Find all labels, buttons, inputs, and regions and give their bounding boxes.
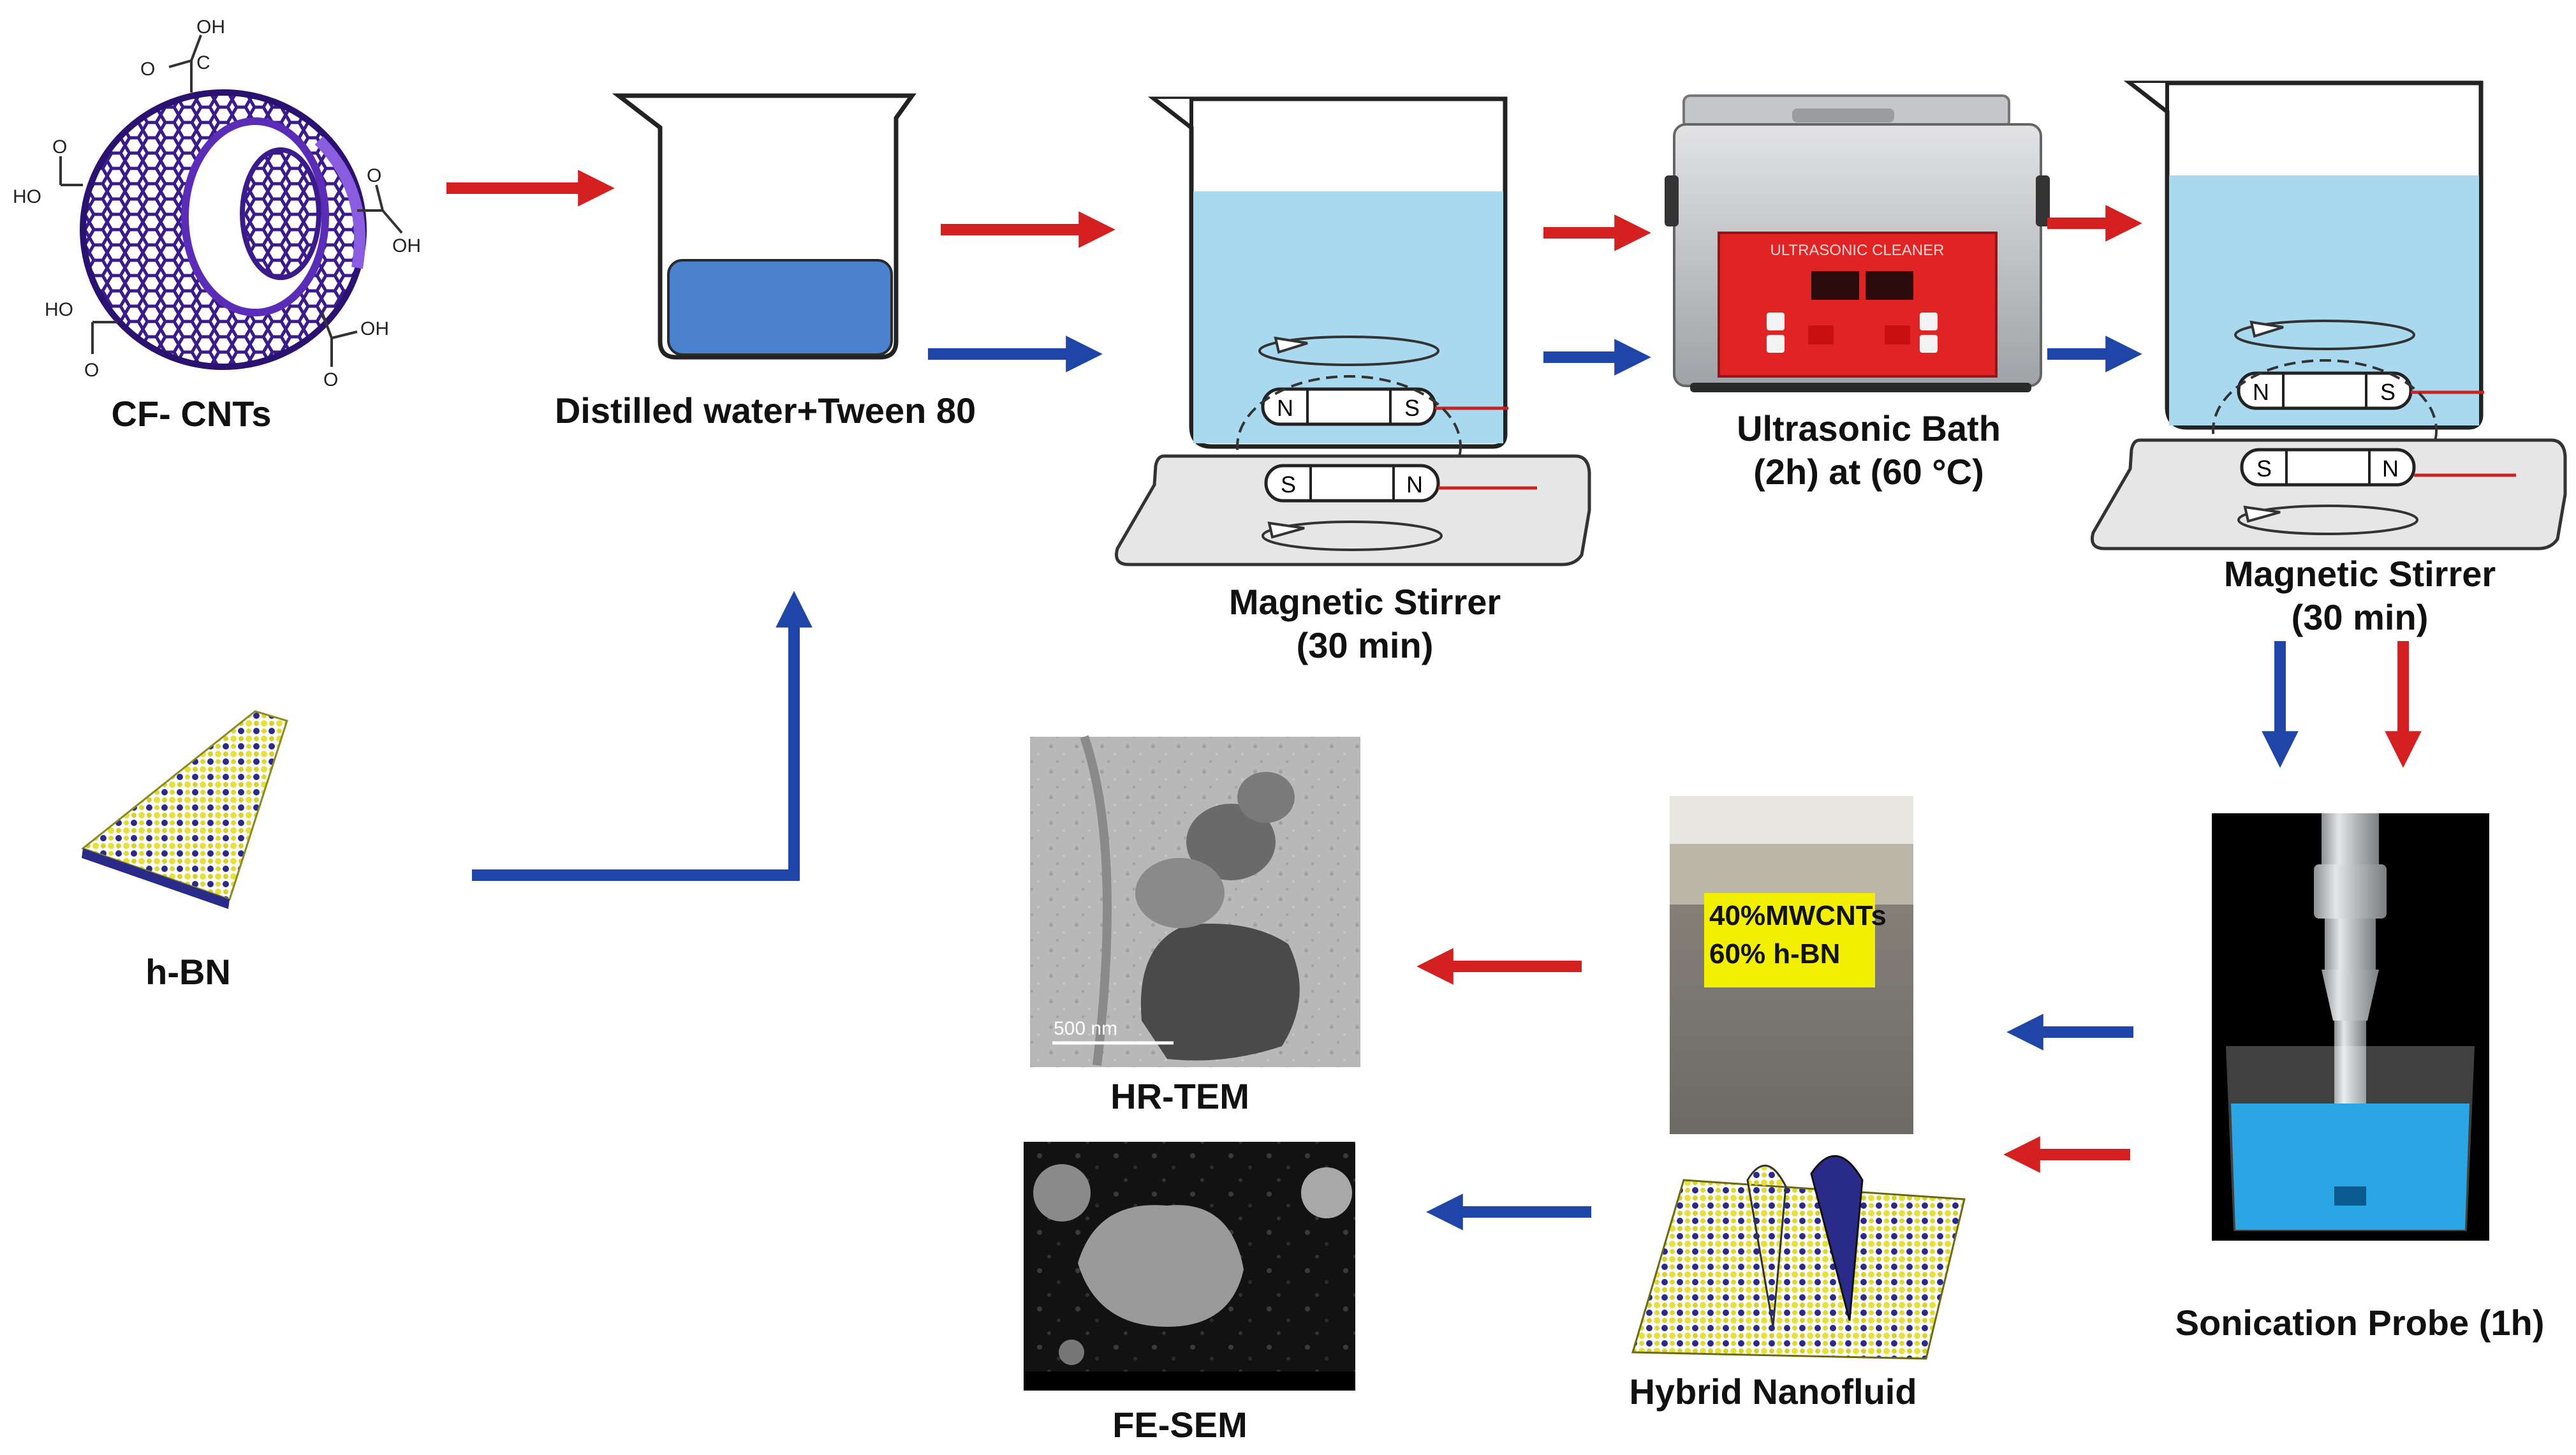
- svg-text:O: O: [367, 165, 381, 186]
- hybrid-nanofluid-structure: [1631, 1155, 1966, 1360]
- label-cf-cnts: CF- CNTs: [111, 394, 272, 434]
- svg-text:HO: HO: [45, 299, 73, 320]
- svg-text:OH: OH: [196, 17, 225, 38]
- svg-text:S: S: [2380, 379, 2396, 405]
- svg-text:C: C: [196, 52, 210, 73]
- magnetic-stirrer-1: N S S N: [1115, 96, 1591, 566]
- fe-sem-image: [1024, 1142, 1355, 1391]
- label-sonication-probe: Sonication Probe (1h): [2175, 1303, 2545, 1343]
- arrows: [446, 170, 2422, 1230]
- hbn-sheet: [80, 710, 288, 909]
- svg-text:60% h-BN: 60% h-BN: [1709, 938, 1840, 970]
- svg-text:S: S: [1281, 471, 1296, 498]
- svg-text:N: N: [2253, 379, 2269, 405]
- hr-tem-image: 500 nm: [1030, 735, 1360, 1067]
- label-hr-tem: HR-TEM: [1110, 1076, 1249, 1116]
- svg-text:S: S: [2256, 455, 2272, 482]
- svg-text:O: O: [84, 360, 99, 381]
- carboxyl-group-left: O HO: [13, 137, 83, 207]
- ultrasonic-bath: ULTRASONIC CLEANER: [1665, 94, 2050, 392]
- svg-text:N: N: [2382, 455, 2399, 482]
- hybrid-nanofluid-jar: 40%MWCNTs 60% h-BN: [1670, 796, 1913, 1134]
- svg-text:O: O: [323, 369, 338, 390]
- svg-text:O: O: [140, 59, 155, 80]
- carboxyl-group-right: O OH: [357, 165, 421, 256]
- svg-text:O: O: [52, 137, 67, 158]
- svg-text:N: N: [1277, 395, 1293, 421]
- svg-text:S: S: [1404, 395, 1420, 421]
- label-stirrer2-line2: (30 min): [2291, 597, 2429, 637]
- arrow-hbn-to-water: [472, 591, 813, 881]
- label-distilled-water: Distilled water+Tween 80: [554, 390, 976, 431]
- svg-text:N: N: [1406, 471, 1423, 498]
- svg-text:500 nm: 500 nm: [1054, 1018, 1117, 1039]
- label-ultrasonic-line1: Ultrasonic Bath: [1737, 408, 2001, 448]
- svg-text:OH: OH: [360, 318, 389, 339]
- svg-text:OH: OH: [392, 235, 421, 256]
- label-hbn: h-BN: [145, 952, 231, 992]
- label-ultrasonic-line2: (2h) at (60 °C): [1753, 452, 1984, 492]
- carboxyl-group-top: C O OH: [140, 17, 225, 92]
- label-fe-sem: FE-SEM: [1112, 1405, 1248, 1445]
- sonication-probe: [2212, 813, 2489, 1241]
- carboxyl-group-bottom-left: HO O: [45, 299, 118, 381]
- label-hybrid-nanofluid: Hybrid Nanofluid: [1629, 1371, 1917, 1412]
- svg-text:HO: HO: [13, 186, 41, 207]
- beaker-distilled-water: [612, 93, 916, 360]
- label-stirrer2-line1: Magnetic Stirrer: [2223, 554, 2496, 594]
- svg-text:40%MWCNTs: 40%MWCNTs: [1709, 900, 1887, 931]
- magnetic-stirrer-2: N S S N: [2091, 80, 2567, 550]
- label-stirrer1-line1: Magnetic Stirrer: [1228, 582, 1501, 622]
- carboxyl-group-bottom-right: OH O: [321, 312, 389, 390]
- svg-text:ULTRASONIC CLEANER: ULTRASONIC CLEANER: [1770, 242, 1945, 259]
- label-stirrer1-line2: (30 min): [1296, 625, 1434, 665]
- cf-cnts-molecule: C O OH O HO O OH HO O OH O: [13, 17, 421, 390]
